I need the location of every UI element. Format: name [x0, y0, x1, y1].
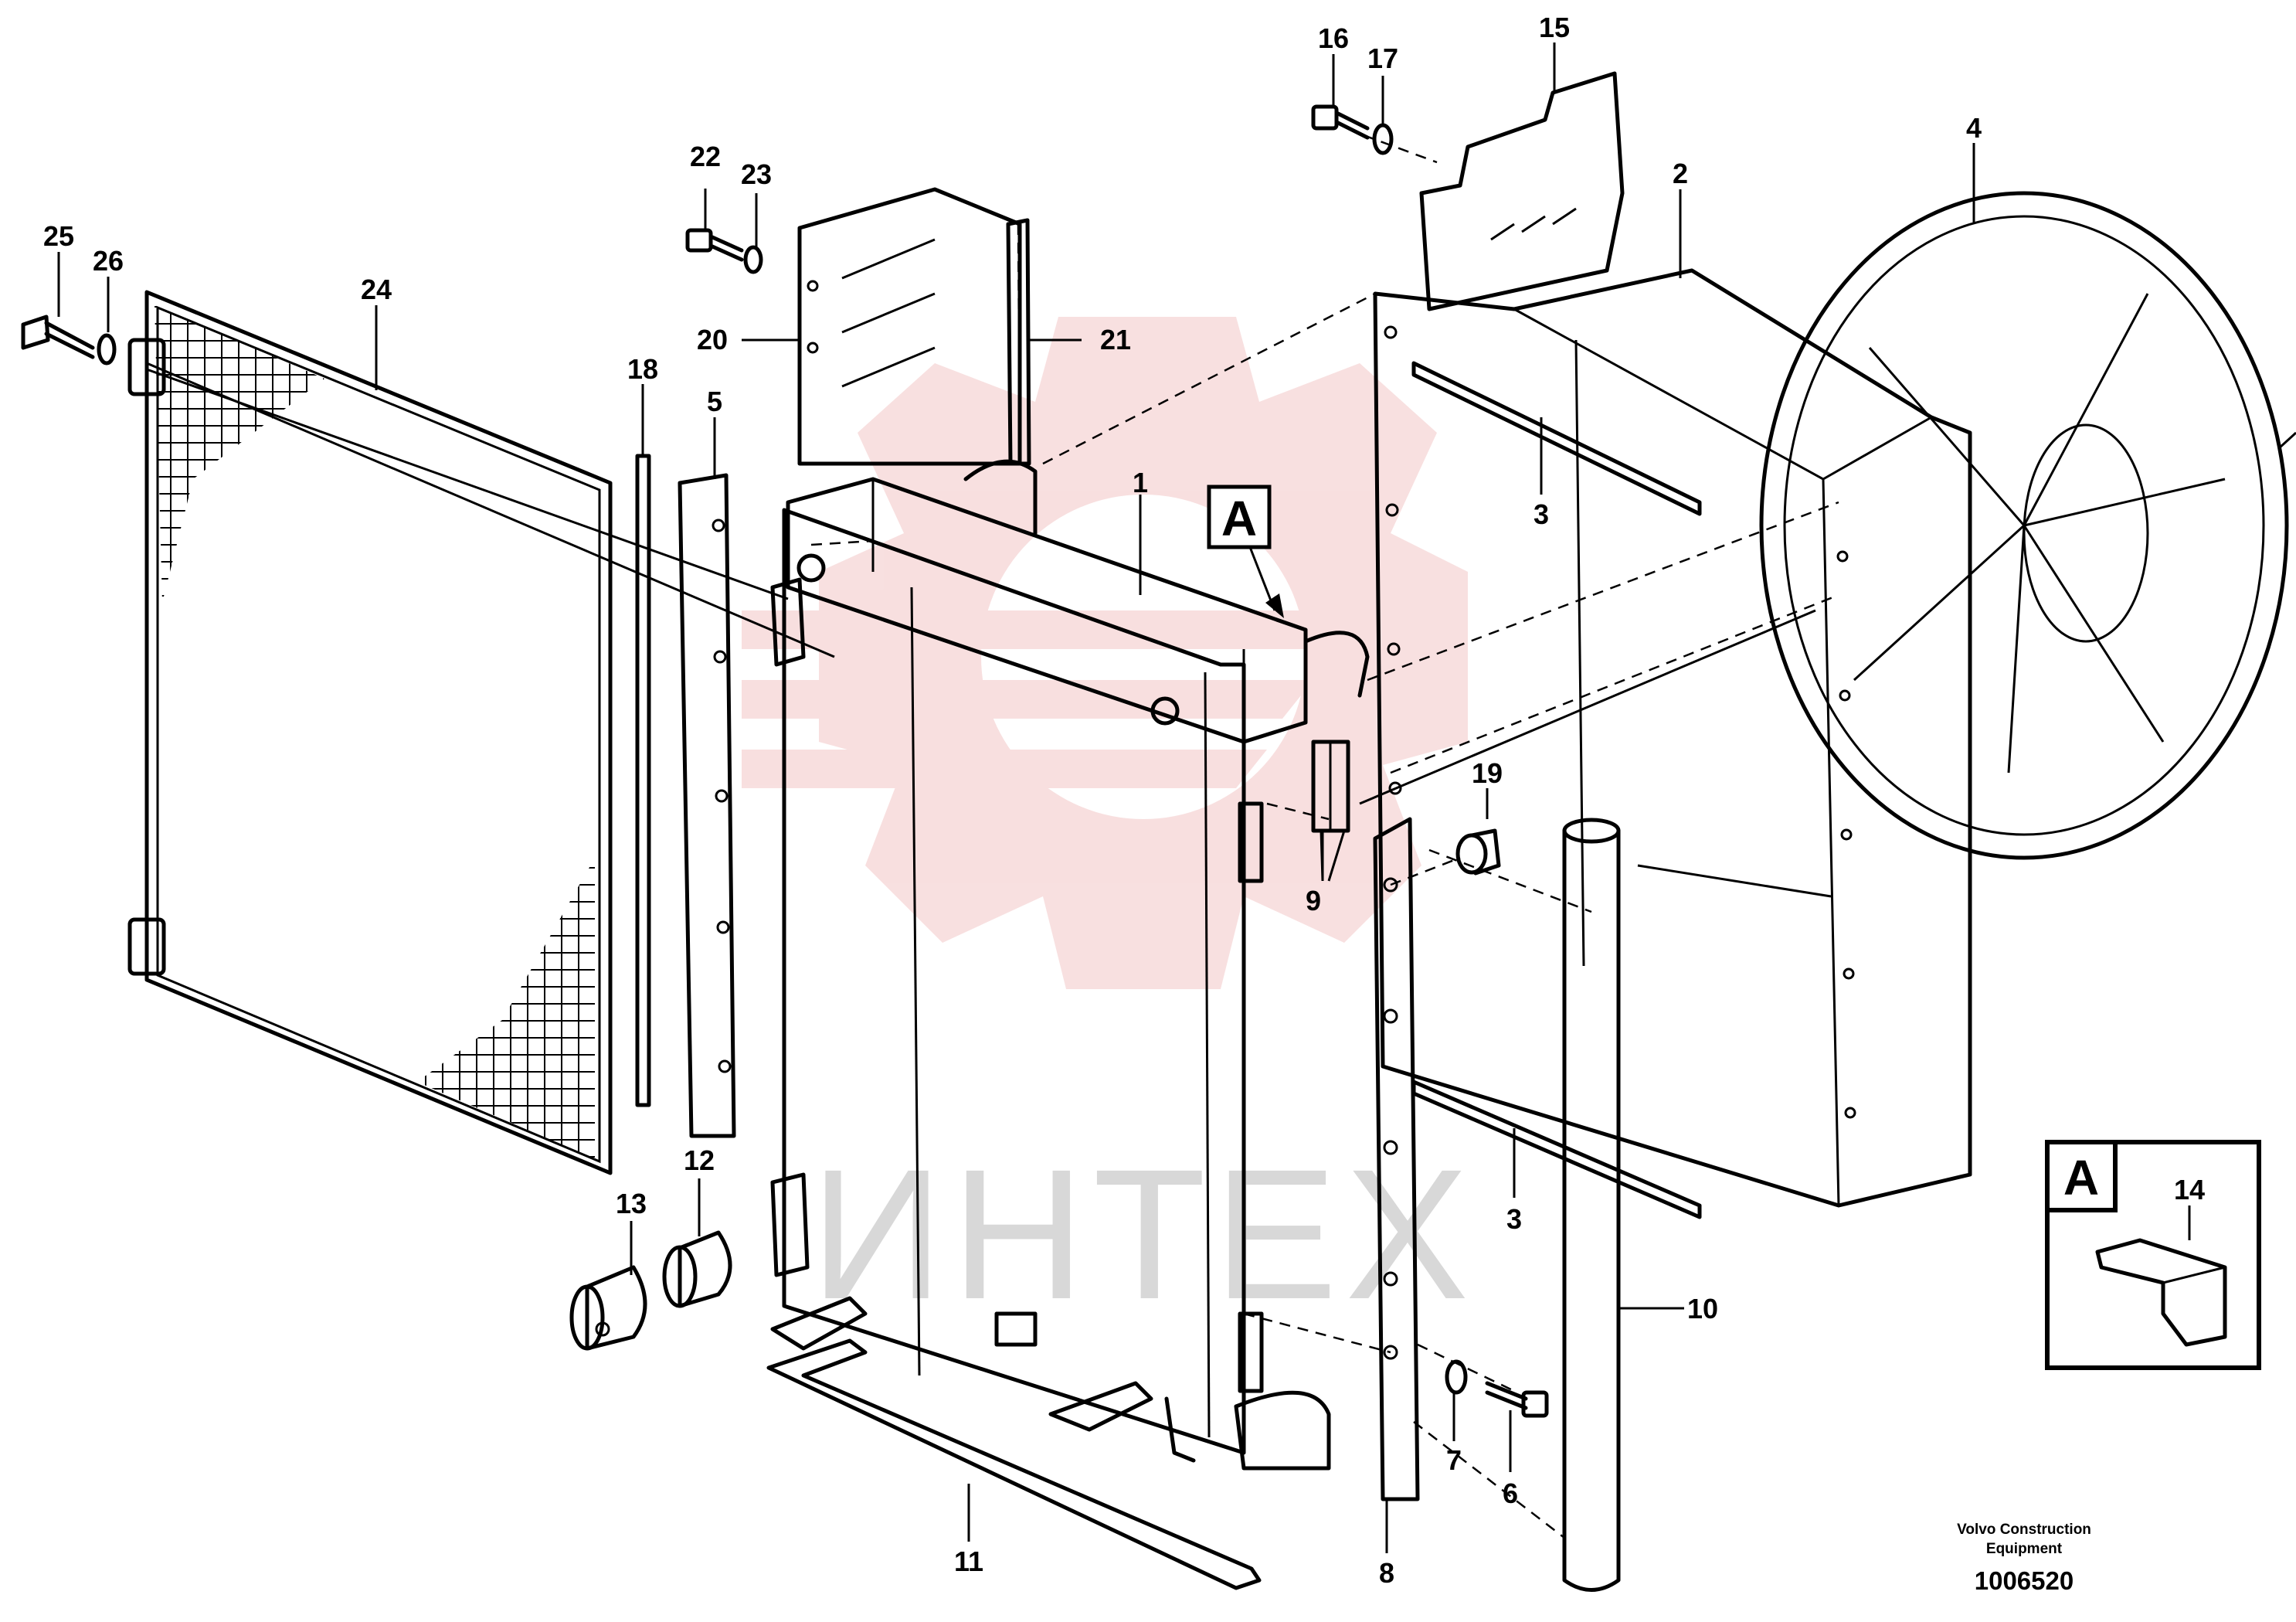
part-21-edge-seal — [1006, 218, 1031, 466]
part-11-bottom-strip — [766, 1338, 1262, 1590]
label-16: 16 — [1318, 22, 1349, 54]
watermark-gear-icon — [742, 317, 1468, 989]
part-24-mesh-screen — [127, 290, 613, 1175]
label-9: 9 — [1306, 885, 1321, 916]
label-18: 18 — [627, 353, 658, 385]
part-3-upper-seal — [1411, 361, 1702, 516]
part-8-side-plate — [1373, 817, 1420, 1501]
part-22-bolt — [685, 228, 744, 262]
label-2: 2 — [1673, 158, 1688, 189]
label-21: 21 — [1100, 324, 1131, 355]
credit-line-1: Volvo Construction — [1957, 1522, 2091, 1538]
part-10-tube — [1562, 818, 1621, 1592]
label-25: 25 — [43, 220, 74, 252]
credit-line-2: Equipment — [1986, 1541, 2063, 1557]
assembly-lines — [810, 134, 1839, 1539]
part-7-washer — [1445, 1359, 1468, 1395]
svg-text:A: A — [1221, 491, 1257, 546]
label-15: 15 — [1539, 12, 1570, 43]
part-23-washer — [743, 245, 763, 274]
part-16-bolt — [1311, 104, 1370, 140]
construction-lines — [146, 362, 1816, 805]
part-1-radiator — [770, 459, 1370, 1471]
label-23: 23 — [741, 158, 772, 190]
part-5-side-bracket — [678, 473, 736, 1138]
part-13-cap — [569, 1265, 647, 1351]
part-6-bolt — [1485, 1381, 1549, 1418]
label-10: 10 — [1687, 1293, 1718, 1324]
label-20: 20 — [697, 324, 728, 355]
label-26: 26 — [93, 245, 124, 277]
part-15-top-plate — [1419, 71, 1625, 311]
label-13: 13 — [616, 1188, 647, 1219]
label-3-lower: 3 — [1506, 1203, 1522, 1235]
label-4: 4 — [1966, 112, 1982, 144]
part-25-wing-screw — [21, 315, 95, 359]
part-17-washer — [1372, 123, 1394, 155]
part-26-washer — [97, 333, 117, 366]
label-7: 7 — [1446, 1444, 1462, 1476]
label-12: 12 — [684, 1144, 715, 1176]
label-19: 19 — [1472, 757, 1503, 789]
label-6: 6 — [1503, 1477, 1518, 1509]
label-14: 14 — [2174, 1174, 2205, 1205]
label-8: 8 — [1379, 1557, 1394, 1589]
label-24: 24 — [361, 274, 392, 305]
part-labels: 1 2 3 3 4 5 6 7 8 9 10 11 12 13 14 15 16… — [43, 12, 2205, 1589]
label-11: 11 — [954, 1545, 983, 1577]
reference-number: 1006520 — [1975, 1566, 2074, 1595]
label-3-upper: 3 — [1533, 498, 1549, 530]
part-4-fan — [1759, 191, 2296, 860]
part-3-lower-seal — [1411, 1080, 1702, 1219]
part-19-spacer — [1455, 828, 1501, 876]
footer-credit: Volvo Construction Equipment 1006520 — [1957, 1522, 2091, 1595]
label-1: 1 — [1133, 467, 1148, 498]
part-12-cap — [662, 1230, 732, 1308]
watermark: ИНТЕХ — [742, 317, 1477, 1338]
part-14-cover — [2095, 1238, 2227, 1347]
label-22: 22 — [690, 141, 721, 172]
watermark-text: ИНТЕХ — [810, 1131, 1477, 1338]
label-17: 17 — [1367, 43, 1398, 74]
detail-inset-a: A — [2045, 1140, 2261, 1370]
leader-lines — [57, 43, 1975, 1553]
label-5: 5 — [707, 386, 722, 417]
detail-callout-a: A — [1207, 485, 1284, 618]
svg-text:A: A — [2063, 1150, 2099, 1205]
part-18-seal-strip — [635, 454, 651, 1107]
